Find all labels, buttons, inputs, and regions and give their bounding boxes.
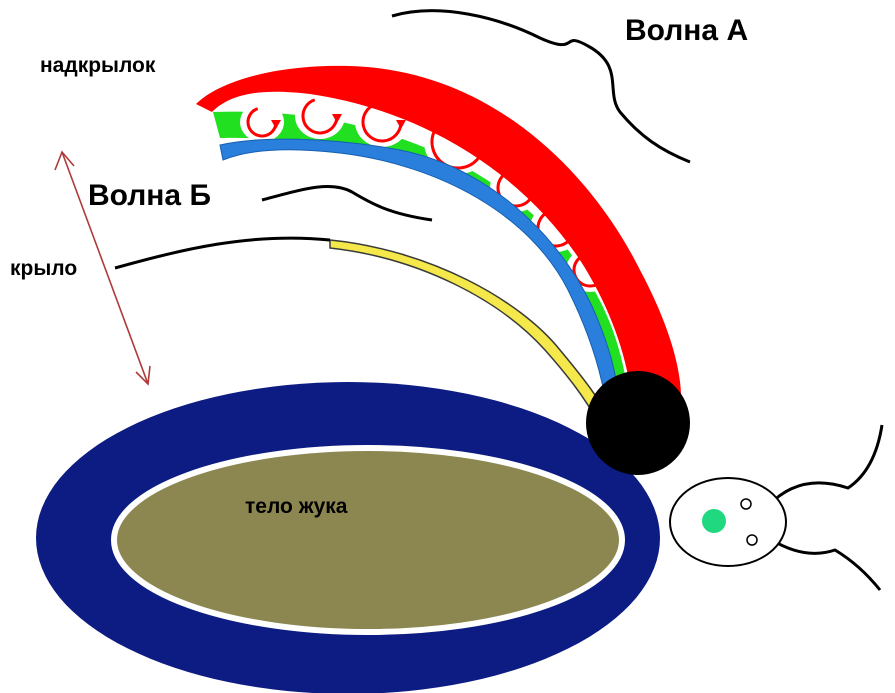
hinge-joint (586, 371, 690, 475)
wing-label: крыло (10, 257, 77, 280)
eye-lower-icon (747, 535, 757, 545)
antenna-lower (772, 540, 880, 590)
body-label: тело жука (245, 495, 348, 518)
beetle-head (670, 425, 882, 590)
wave-b-line (262, 187, 432, 220)
elytron-label: надкрылок (40, 54, 156, 77)
head-shell (670, 478, 786, 566)
eye-upper-icon (741, 499, 751, 509)
antenna-upper (768, 425, 882, 506)
wave-b-label: Волна Б (88, 179, 211, 212)
body-inner-fill (114, 448, 622, 632)
wing-leader-line (115, 238, 330, 268)
beetle-body (36, 382, 660, 693)
cavity-band (213, 112, 628, 392)
head-spot (702, 509, 726, 533)
wave-a-label: Волна А (625, 14, 748, 47)
